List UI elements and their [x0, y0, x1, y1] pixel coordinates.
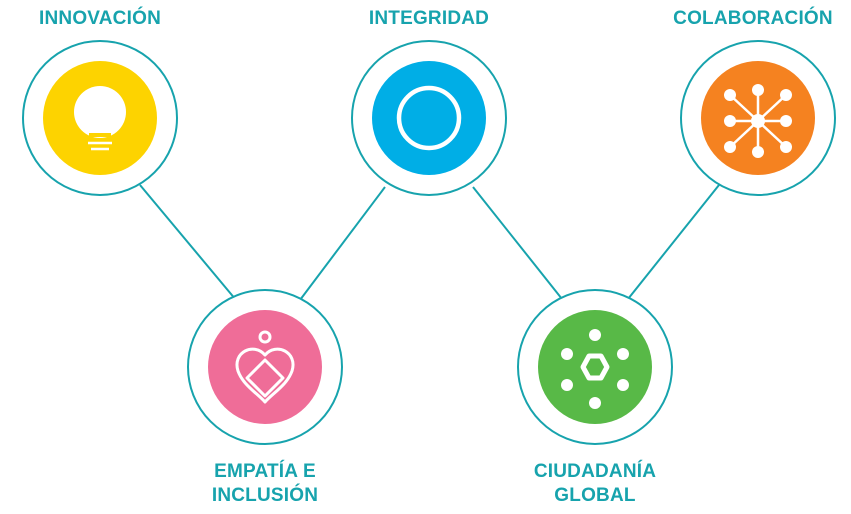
label-empatia: EMPATÍA E INCLUSIÓN — [165, 460, 365, 508]
node-integridad — [351, 40, 507, 196]
heart-diamond-icon — [235, 330, 295, 404]
node-colaboracion — [680, 40, 836, 196]
lightbulb-icon — [74, 86, 126, 151]
label-ciudadania: CIUDADANÍA GLOBAL — [495, 460, 695, 508]
label-ciudadania-line1: CIUDADANÍA — [533, 461, 657, 482]
network-icon — [724, 84, 792, 158]
connector-integridad-ciudadania — [472, 186, 563, 300]
label-empatia-line2: INCLUSIÓN — [211, 485, 319, 506]
label-innovacion: INNOVACIÓN — [39, 8, 161, 29]
connector-empatia-integridad — [299, 186, 386, 301]
connector-lines — [139, 184, 720, 301]
node-fill — [538, 310, 652, 424]
label-empatia-line1: EMPATÍA E — [214, 461, 316, 482]
label-ciudadania-line2: GLOBAL — [554, 485, 636, 506]
connector-ciudadania-colaboracion — [627, 184, 720, 300]
ring-icon — [396, 85, 462, 151]
label-colaboracion: COLABORACIÓN — [673, 8, 833, 29]
node-fill — [208, 310, 322, 424]
connector-innovacion-empatia — [139, 184, 237, 301]
node-empatia — [187, 289, 343, 445]
node-innovacion — [22, 40, 178, 196]
node-ciudadania — [517, 289, 673, 445]
node-fill — [372, 61, 486, 175]
globe-dots-icon — [561, 329, 629, 409]
label-integridad: INTEGRIDAD — [368, 8, 490, 29]
